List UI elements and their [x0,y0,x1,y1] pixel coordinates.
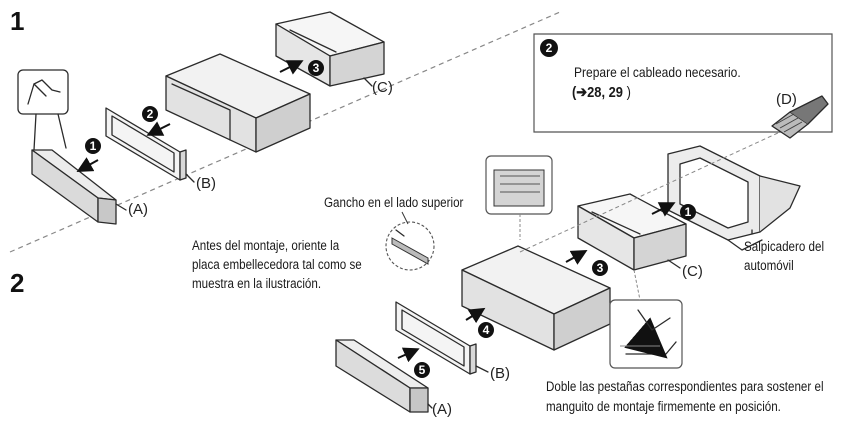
dashboard-opening [667,145,801,251]
faceplate-a-1 [31,149,117,225]
trim-plate-b-2 [395,301,477,375]
svg-text:3: 3 [313,61,320,75]
svg-text:2: 2 [546,41,553,55]
step-number-1: 1 [10,6,25,36]
svg-text:4: 4 [483,323,490,337]
unit-detail-inset [485,155,553,240]
callout-4-sec2: 4 [478,322,494,338]
hook-magnified-inset [385,211,435,271]
label-b-sec2: (B) [490,365,510,382]
label-c-sec2: (C) [682,263,703,280]
faceplate-a-2 [335,339,429,413]
hook-note: Gancho en el lado superior [324,195,464,210]
main-unit-2 [461,245,611,351]
svg-text:5: 5 [419,363,426,377]
svg-text:1: 1 [685,205,692,219]
callout-1-sec1: 1 [85,138,101,154]
trim-plate-b-1 [105,107,187,181]
sleeve-c-2 [577,193,687,271]
callout-2-sec1: 2 [142,106,158,122]
callout-3-sec1: 3 [308,60,324,76]
main-unit-1 [165,53,311,153]
hand-inset-sketch [17,69,69,151]
svg-text:2: 2 [147,107,154,121]
tab-bend-inset [609,269,683,369]
prepare-wiring-box: 2 [533,33,833,133]
step-number-2: 2 [10,268,25,298]
svg-text:3: 3 [597,261,604,275]
connector-d: (D) [771,91,829,139]
svg-text:1: 1 [90,139,97,153]
sleeve-c-1 [275,11,385,87]
label-b-sec1: (B) [196,175,216,192]
svg-text:(D): (D) [776,91,797,108]
label-a-sec2: (A) [432,401,452,418]
callout-3-sec2: 3 [592,260,608,276]
label-c-sec1: (C) [372,79,393,96]
prepare-reference: (➔28, 29 ) [572,84,631,101]
callout-5-sec2: 5 [414,362,430,378]
callout-1-sec2: 1 [680,204,696,220]
prepare-text: Prepare el cableado necesario. [574,64,741,80]
label-a-sec1: (A) [128,201,148,218]
